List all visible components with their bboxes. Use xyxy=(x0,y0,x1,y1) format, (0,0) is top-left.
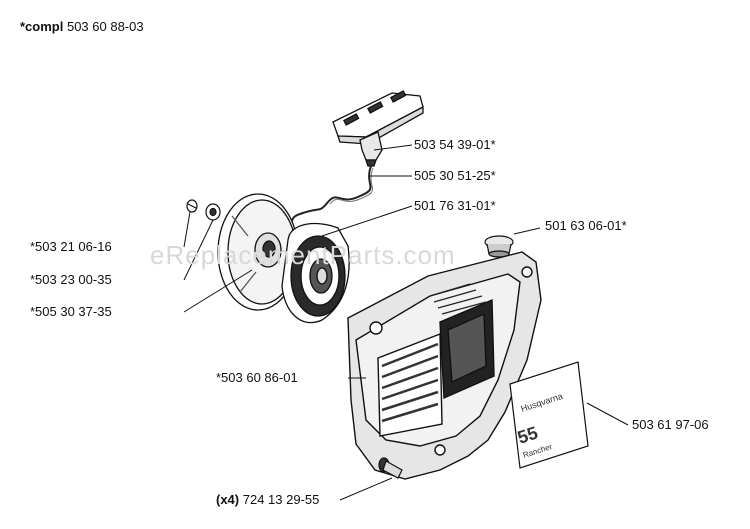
rope-pulley xyxy=(217,193,299,311)
label-spring-pulley: *505 30 37-35 xyxy=(30,304,112,319)
model-decal: Husqvarna 55 Rancher xyxy=(509,361,589,469)
label-washer: *503 23 00-35 xyxy=(30,272,112,287)
assembly-part-no: 503 60 88-03 xyxy=(66,19,144,34)
washer xyxy=(205,203,221,221)
label-screws: (x4) 724 13 29-55 xyxy=(216,493,319,507)
assembly-number: *compl 503 60 88-03 xyxy=(20,20,144,34)
watermark: eReplacementParts.com xyxy=(150,240,456,270)
label-screw-small: *503 21 06-16 xyxy=(30,239,112,254)
starter-rope-shadow xyxy=(329,167,374,205)
starter-handle xyxy=(332,90,424,167)
screws-qty: (x4) xyxy=(216,492,240,507)
assembly-prefix: *compl xyxy=(20,19,64,34)
starter-rope xyxy=(283,165,372,231)
screws-part-no: 724 13 29-55 xyxy=(242,492,320,507)
label-decal: 503 61 97-06 xyxy=(632,417,709,432)
label-handle: 503 54 39-01* xyxy=(414,137,496,152)
label-housing: *503 60 86-01 xyxy=(216,370,298,385)
label-pulley: 501 76 31-01* xyxy=(414,198,496,213)
label-rope: 505 30 51-25* xyxy=(414,168,496,183)
rubber-grommet xyxy=(484,235,514,258)
label-grommet: 501 63 06-01* xyxy=(545,218,627,233)
mounting-screw xyxy=(378,457,403,479)
small-screw xyxy=(186,199,198,213)
spring-housing xyxy=(281,222,350,324)
leader-lines xyxy=(183,144,629,501)
starter-housing xyxy=(347,251,542,480)
